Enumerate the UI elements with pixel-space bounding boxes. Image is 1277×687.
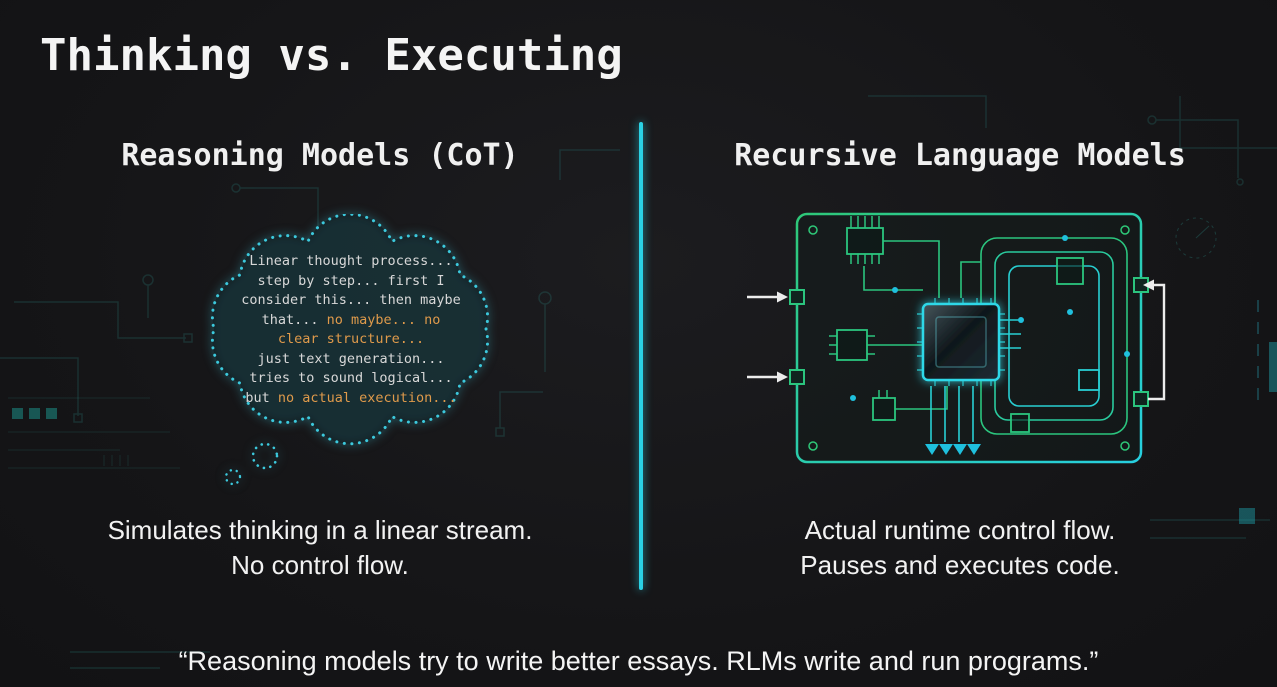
thought-cloud-outline-icon xyxy=(210,214,490,486)
slide-title: Thinking vs. Executing xyxy=(40,30,623,81)
left-caption-line-2: No control flow. xyxy=(231,550,409,580)
cloud-line: that... no maybe... no xyxy=(261,311,441,328)
left-caption: Simulates thinking in a linear stream. N… xyxy=(0,513,640,583)
down-arrows-icon xyxy=(925,444,981,455)
cloud-line: but no actual execution... xyxy=(245,389,457,406)
thought-cloud-text: Linear thought process... step by step..… xyxy=(221,252,481,408)
input-arrows-icon xyxy=(747,291,788,383)
cloud-line: Linear thought process... xyxy=(249,253,453,269)
cpu-chip-icon xyxy=(917,298,1005,386)
bottom-quote: “Reasoning models try to write better es… xyxy=(178,646,1099,676)
cloud-line: clear structure... xyxy=(277,331,425,347)
cloud-line: consider this... then maybe xyxy=(241,292,461,308)
thought-cloud: Linear thought process... step by step..… xyxy=(185,214,517,490)
circuit-board-illustration xyxy=(747,212,1166,464)
right-caption-line-2: Pauses and executes code. xyxy=(800,550,1120,580)
left-column-heading: Reasoning Models (CoT) xyxy=(121,138,519,173)
right-caption-line-1: Actual runtime control flow. xyxy=(804,515,1116,545)
edge-io-pads xyxy=(789,277,1149,407)
right-caption: Actual runtime control flow. Pauses and … xyxy=(643,513,1277,583)
cloud-line: step by step... first I xyxy=(257,272,445,289)
left-caption-line-1: Simulates thinking in a linear stream. xyxy=(107,515,533,545)
cloud-line: just text generation... xyxy=(257,350,445,367)
gauge-decor-icon xyxy=(1175,217,1217,259)
right-column-heading: Recursive Language Models xyxy=(734,138,1186,173)
cloud-line: tries to sound logical... xyxy=(249,370,453,386)
ic-components xyxy=(836,227,1100,433)
column-divider xyxy=(639,122,643,590)
feedback-loop-arrow-icon xyxy=(1143,279,1166,401)
